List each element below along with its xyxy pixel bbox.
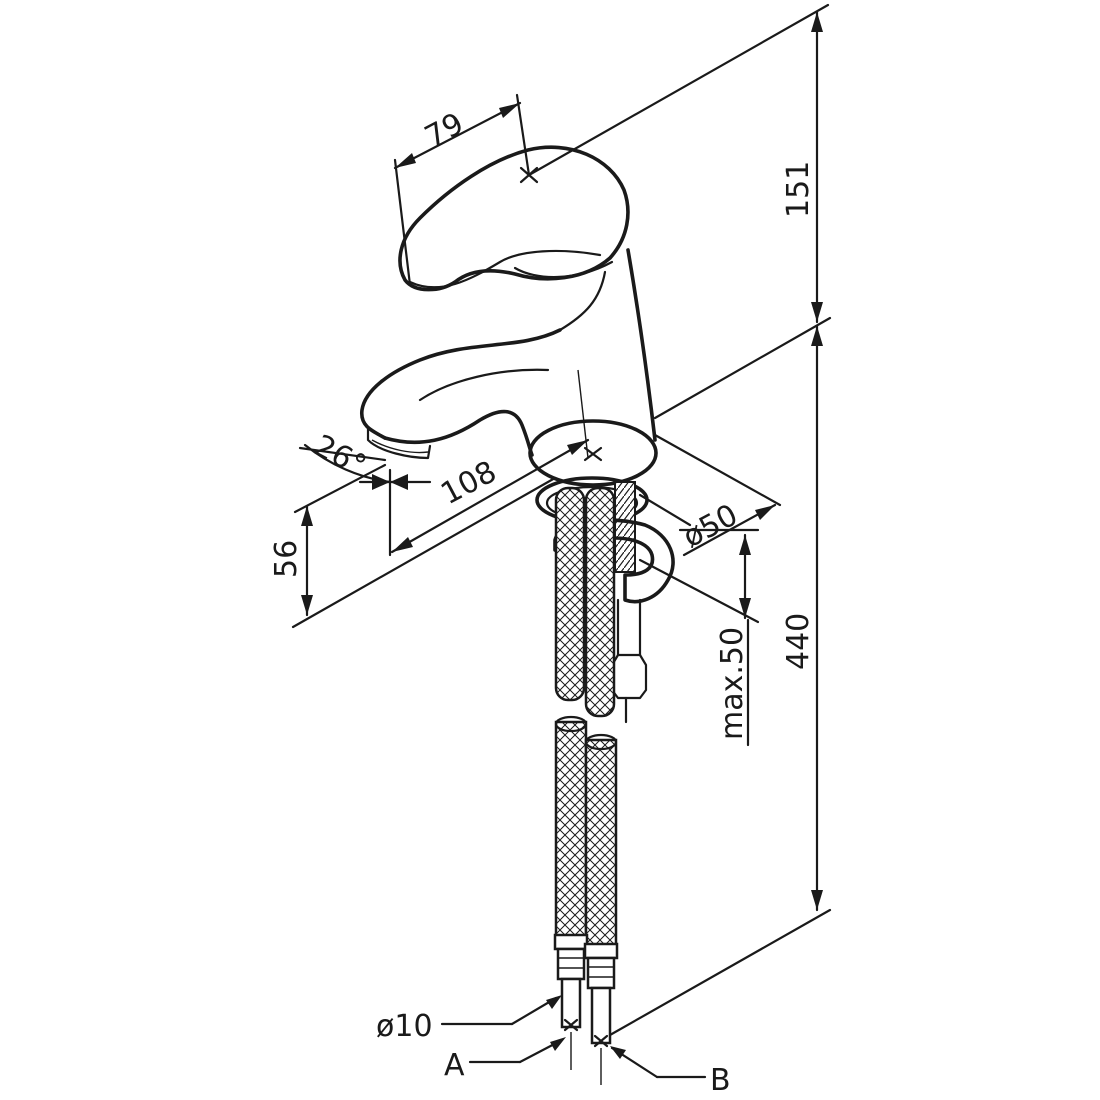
spout-top (360, 328, 562, 440)
lever-underside (408, 249, 602, 289)
base-rosette (528, 419, 658, 487)
dim-base-diameter: ø50 (677, 498, 743, 555)
dim-hose-diameter: ø10 (376, 1009, 433, 1044)
fitting-b (583, 942, 619, 1085)
dim-spout-reach: 108 (435, 454, 502, 512)
lower-hose-left (554, 720, 588, 939)
dim-max-thickness: max.50 (715, 627, 750, 740)
dim-spout-height: 56 (269, 540, 304, 578)
dim-overall-length: 440 (781, 613, 816, 670)
base-center-line (577, 369, 589, 459)
spout-bottom (383, 409, 534, 457)
upper-hose-left (554, 486, 586, 702)
dim-lever-height: 151 (781, 161, 816, 218)
lever-handle (398, 145, 630, 292)
mounting-nut (610, 653, 648, 700)
supply-hoses (553, 486, 619, 1085)
fitting-a (553, 933, 589, 1070)
spout-highlight (418, 368, 550, 402)
dim-handle-width: 79 (419, 106, 469, 155)
dimension-labels: 79 151 440 26° 108 56 ø50 max.50 ø10 A B (269, 106, 816, 1098)
lever-edge (513, 260, 614, 279)
aerator-ring (371, 439, 429, 454)
callout-inlet-a: A (444, 1048, 465, 1083)
aerator (366, 426, 432, 460)
dimension-lines (291, 3, 832, 1079)
upper-hose-right (584, 486, 616, 718)
body-column (626, 248, 657, 442)
body-shoulder (558, 270, 607, 332)
callout-inlet-b: B (710, 1063, 731, 1098)
lower-hose-right (584, 738, 618, 947)
faucet-body (360, 145, 658, 487)
